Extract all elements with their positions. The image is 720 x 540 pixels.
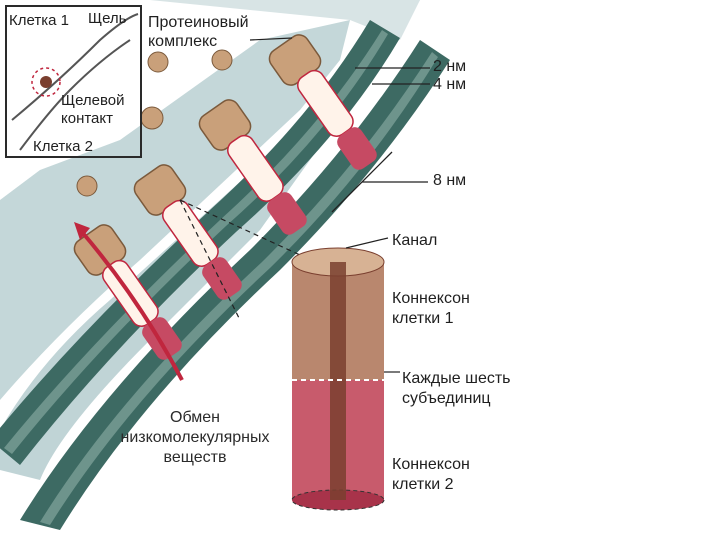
protein-particle (148, 52, 168, 72)
protein-particle (212, 50, 232, 70)
connexon2-label-1: Коннексон (392, 456, 470, 474)
exchange-label-2: низкомолекулярных (110, 428, 280, 448)
six-subunits-label-1: Каждые шесть (402, 370, 511, 388)
connexon1-label-1: Коннексон (392, 290, 470, 308)
inset-cell2-label: Клетка 2 (33, 138, 93, 155)
protein-particle (141, 107, 163, 129)
connexon1-label-2: клетки 1 (392, 310, 454, 328)
protein-complex-label-2: комплекс (148, 33, 217, 51)
protein-particle (77, 176, 97, 196)
six-subunits-label-2: субъединиц (402, 390, 491, 408)
connexon-cylinder (292, 248, 384, 510)
inset-gap-contact-label-1: Щелевой (61, 92, 125, 109)
inset-gap-contact-label-2: контакт (61, 110, 113, 127)
inset-cell1-label: Клетка 1 (9, 12, 69, 29)
connexon2-label-2: клетки 2 (392, 476, 454, 494)
label-8nm: 8 нм (433, 172, 466, 190)
protein-complex-label-1: Протеиновый (148, 14, 249, 32)
channel-label: Канал (392, 232, 437, 250)
leader-channel (346, 238, 388, 248)
inset-gap-label: Щель (88, 10, 126, 27)
exchange-label-3: веществ (110, 448, 280, 468)
label-4nm: 4 нм (433, 76, 466, 94)
exchange-label-1: Обмен (110, 408, 280, 428)
label-2nm: 2 нм (433, 58, 466, 76)
